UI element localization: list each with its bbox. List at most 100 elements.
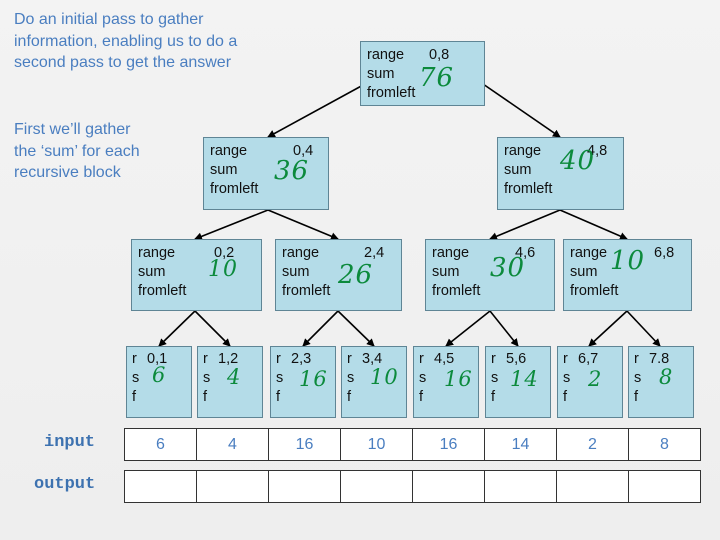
range-value: 0,2 (214, 245, 235, 261)
fromleft-label: fromleft (570, 283, 619, 299)
tree-leaf-3-4: r 3,4 s f 10 (341, 346, 407, 418)
sum-label: sum (570, 264, 598, 280)
f-label: f (634, 389, 639, 405)
sum-handwritten: 40 (560, 146, 596, 176)
sum-handwritten: 16 (299, 367, 328, 391)
edge-l2c-right (489, 310, 519, 347)
range-value: 7.8 (649, 351, 670, 367)
edge-l1b-left (489, 209, 561, 241)
range-value: 2,4 (364, 245, 385, 261)
sum-handwritten: 10 (610, 246, 646, 276)
sum-label: sum (367, 66, 395, 82)
sum-label: sum (432, 264, 460, 280)
r-label: r (491, 351, 496, 367)
input-cell: 2 (557, 429, 629, 460)
tree-node-root: range 0,8 sum fromleft 76 (360, 41, 485, 106)
range-value: 3,4 (362, 351, 383, 367)
s-label: s (419, 370, 427, 386)
output-cell (485, 471, 557, 502)
fromleft-label: fromleft (504, 181, 553, 197)
tree-node-4-8: range 4,8 sum fromleft 40 (497, 137, 624, 210)
fromleft-label: fromleft (138, 283, 187, 299)
fromleft-label: fromleft (367, 85, 416, 101)
r-label: r (347, 351, 352, 367)
range-value: 0,4 (293, 143, 314, 159)
intro-text-pass: Do an initial pass to gather information… (14, 11, 238, 71)
r-label: r (276, 351, 281, 367)
range-value: 6,7 (578, 351, 599, 367)
range-value: 1,2 (218, 351, 239, 367)
sum-label: sum (504, 162, 532, 178)
fromleft-label: fromleft (210, 181, 259, 197)
edge-l2b-left (302, 310, 339, 347)
f-label: f (491, 389, 496, 405)
f-label: f (347, 389, 352, 405)
input-cell: 16 (413, 429, 485, 460)
sum-handwritten: 8 (659, 365, 674, 389)
sum-handwritten: 4 (227, 365, 242, 389)
range-label: range (504, 143, 542, 159)
sum-label: sum (210, 162, 238, 178)
input-array: 6 4 16 10 16 14 2 8 (124, 428, 701, 461)
sum-handwritten: 26 (338, 260, 374, 290)
range-label: range (432, 245, 470, 261)
f-label: f (132, 389, 137, 405)
edge-l2d-left (588, 310, 628, 347)
sum-handwritten: 10 (370, 365, 399, 389)
input-cell: 16 (269, 429, 341, 460)
output-label: output (34, 475, 96, 494)
range-label: range (210, 143, 248, 159)
edge-root-right (482, 83, 561, 138)
tree-node-2-4: range 2,4 sum fromleft 26 (275, 239, 402, 311)
range-label: range (367, 47, 405, 63)
f-label: f (203, 389, 208, 405)
edge-l2a-right (194, 310, 231, 347)
tree-leaf-2-3: r 2,3 s f 16 (270, 346, 336, 418)
f-label: f (276, 389, 281, 405)
edge-l2c-left (445, 310, 491, 347)
r-label: r (563, 351, 568, 367)
f-label: f (563, 389, 568, 405)
range-label: range (570, 245, 608, 261)
output-cell (341, 471, 413, 502)
f-label: f (419, 389, 424, 405)
sum-handwritten: 30 (490, 253, 526, 283)
intro-text-sum: First we’ll gather the ‘sum’ for each re… (14, 121, 140, 181)
tree-node-0-4: range 0,4 sum fromleft 36 (203, 137, 329, 210)
range-value: 4,5 (434, 351, 455, 367)
fromleft-label: fromleft (282, 283, 331, 299)
sum-label: sum (282, 264, 310, 280)
s-label: s (276, 370, 284, 386)
sum-label: sum (138, 264, 166, 280)
range-value: 2,3 (291, 351, 312, 367)
input-label: input (44, 433, 96, 452)
range-value: 0,8 (429, 47, 450, 63)
edge-l2b-right (337, 310, 375, 347)
range-value: 0,1 (147, 351, 168, 367)
sum-handwritten: 2 (588, 367, 603, 391)
range-label: range (282, 245, 320, 261)
input-cell: 10 (341, 429, 413, 460)
output-array (124, 470, 701, 503)
sum-handwritten: 6 (152, 363, 167, 387)
output-cell (269, 471, 341, 502)
output-cell (629, 471, 700, 502)
sum-handwritten: 36 (274, 156, 310, 186)
r-label: r (203, 351, 208, 367)
sum-handwritten: 14 (510, 367, 539, 391)
output-cell (125, 471, 197, 502)
r-label: r (419, 351, 424, 367)
input-cell: 6 (125, 429, 197, 460)
range-value: 4,8 (587, 143, 608, 159)
s-label: s (132, 370, 140, 386)
sum-handwritten: 76 (419, 63, 455, 93)
edge-l1a-left (194, 209, 269, 241)
range-value: 5,6 (506, 351, 527, 367)
s-label: s (347, 370, 355, 386)
sum-handwritten: 16 (444, 367, 473, 391)
r-label: r (132, 351, 137, 367)
